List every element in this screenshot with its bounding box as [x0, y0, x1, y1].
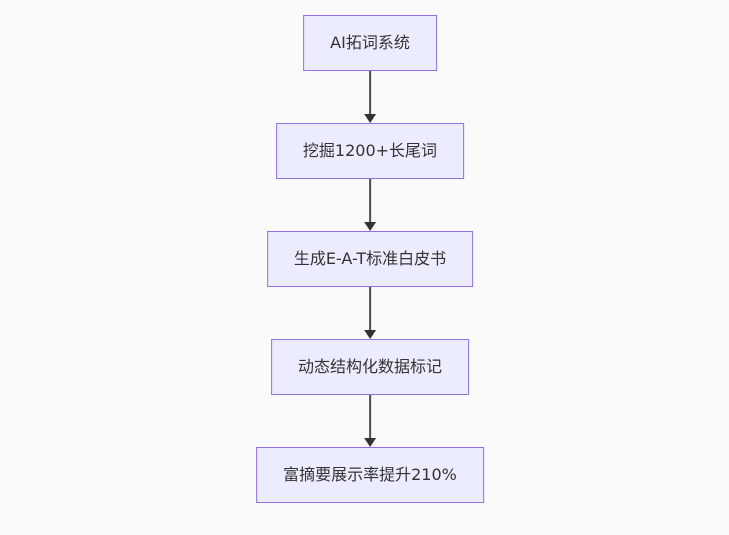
arrow-line — [369, 71, 371, 115]
arrowhead-down-icon — [364, 330, 376, 339]
arrow-connector-3 — [364, 287, 376, 339]
arrow-line — [369, 287, 371, 331]
arrowhead-down-icon — [364, 222, 376, 231]
node-label: 生成E-A-T标准白皮书 — [293, 249, 447, 268]
node-eat-whitepaper: 生成E-A-T标准白皮书 — [266, 231, 474, 287]
arrowhead-down-icon — [364, 438, 376, 447]
arrowhead-down-icon — [364, 114, 376, 123]
arrow-line — [369, 395, 371, 439]
node-ai-keyword-system: AI拓词系统 — [303, 15, 437, 71]
flowchart: AI拓词系统 挖掘1200+长尾词 生成E-A-T标准白皮书 动态结构化数据标记… — [256, 15, 484, 503]
node-label: 富摘要展示率提升210% — [283, 465, 457, 484]
node-label: AI拓词系统 — [330, 33, 410, 52]
arrow-line — [369, 179, 371, 223]
node-longtail-keyword-mining: 挖掘1200+长尾词 — [275, 123, 465, 179]
node-label: 动态结构化数据标记 — [297, 357, 442, 376]
arrow-connector-2 — [364, 179, 376, 231]
arrow-connector-4 — [364, 395, 376, 447]
node-structured-data-markup: 动态结构化数据标记 — [270, 339, 469, 395]
arrow-connector-1 — [364, 71, 376, 123]
node-rich-snippet-uplift: 富摘要展示率提升210% — [256, 447, 484, 503]
node-label: 挖掘1200+长尾词 — [302, 141, 438, 160]
